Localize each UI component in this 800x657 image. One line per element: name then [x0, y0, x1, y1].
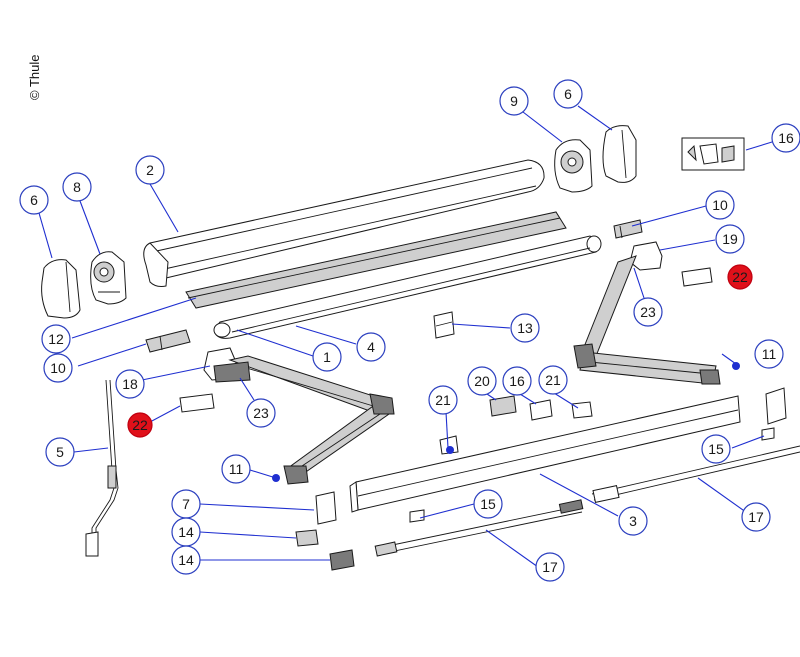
callout-5[interactable]: 5 [45, 437, 75, 467]
callout-label: 22 [732, 269, 748, 285]
callout-11-left[interactable]: 11 [221, 454, 251, 484]
part-crank-handle [85, 379, 119, 557]
callout-label: 22 [132, 417, 148, 433]
callout-label: 18 [122, 376, 138, 392]
callout-label: 23 [640, 304, 656, 320]
part-clip [433, 311, 455, 339]
callout-6-right[interactable]: 6 [553, 79, 583, 109]
part-support-leg-left [374, 499, 584, 557]
callout-label: 10 [712, 197, 728, 213]
part-cassette-housing [143, 159, 545, 287]
callout-15-left[interactable]: 15 [473, 489, 503, 519]
part-cover-left [179, 393, 215, 413]
callout-22-left[interactable]: 22 [127, 412, 153, 438]
callout-label: 15 [480, 496, 496, 512]
part-connector-left [145, 329, 191, 353]
callout-15-right[interactable]: 15 [701, 434, 731, 464]
callout-19[interactable]: 19 [715, 224, 745, 254]
callout-9[interactable]: 9 [499, 86, 529, 116]
callout-label: 6 [30, 192, 38, 208]
part-end-cap-right [602, 125, 637, 183]
part-fabric-roller [185, 211, 602, 339]
callout-16-top[interactable]: 16 [771, 123, 800, 153]
callout-23-right[interactable]: 23 [633, 297, 663, 327]
callout-label: 21 [545, 372, 561, 388]
callout-23-left[interactable]: 23 [246, 398, 276, 428]
callout-label: 21 [435, 392, 451, 408]
callout-label: 10 [50, 360, 66, 376]
callout-4[interactable]: 4 [356, 332, 386, 362]
callout-label: 1 [323, 349, 331, 365]
callout-14-lower[interactable]: 14 [171, 545, 201, 575]
callout-label: 2 [146, 162, 154, 178]
callout-label: 15 [708, 441, 724, 457]
callout-6-left[interactable]: 6 [19, 185, 49, 215]
callout-12[interactable]: 12 [41, 324, 71, 354]
callout-label: 20 [474, 373, 490, 389]
callout-label: 13 [517, 320, 533, 336]
callout-label: 5 [56, 444, 64, 460]
callout-label: 12 [48, 331, 64, 347]
callout-10-right[interactable]: 10 [705, 190, 735, 220]
callout-21-left[interactable]: 21 [428, 385, 458, 415]
part-gearbox-left [90, 251, 127, 305]
callout-2[interactable]: 2 [135, 155, 165, 185]
callout-label: 19 [722, 231, 738, 247]
callout-label: 7 [182, 496, 190, 512]
callout-label: 6 [564, 86, 572, 102]
callout-label: 9 [510, 93, 518, 109]
callout-label: 11 [229, 461, 244, 477]
leader-lines [38, 105, 773, 568]
part-bracket-kit [681, 137, 745, 171]
part-rail-caps [295, 491, 355, 571]
part-rail-cap-right [765, 387, 787, 425]
callout-label: 11 [762, 346, 777, 362]
callout-label: 17 [748, 509, 764, 525]
callout-7[interactable]: 7 [171, 489, 201, 519]
callout-10-left[interactable]: 10 [43, 353, 73, 383]
leader-dots [272, 362, 740, 482]
callout-20[interactable]: 20 [467, 366, 497, 396]
callout-3[interactable]: 3 [618, 506, 648, 536]
part-support-leg-right [591, 445, 800, 503]
part-connector-right [613, 219, 643, 239]
callout-label: 8 [73, 179, 81, 195]
callout-1[interactable]: 1 [312, 342, 342, 372]
part-small-brackets [439, 395, 593, 455]
callout-8[interactable]: 8 [62, 172, 92, 202]
callout-13[interactable]: 13 [510, 313, 540, 343]
callout-17-right[interactable]: 17 [741, 502, 771, 532]
callout-label: 16 [509, 373, 525, 389]
callouts: 1 2 3 4 5 6 6 7 8 9 10 10 11 11 12 13 14… [19, 79, 800, 582]
callout-label: 3 [629, 513, 637, 529]
part-end-cap-left [41, 259, 81, 319]
callout-label: 16 [778, 130, 794, 146]
part-arm-left [213, 355, 395, 485]
callout-11-right[interactable]: 11 [754, 339, 784, 369]
callout-22-right[interactable]: 22 [727, 264, 753, 290]
part-arm-right [573, 255, 721, 385]
part-gearbox-right [554, 139, 593, 193]
part-cover-right [681, 267, 713, 287]
callout-label: 4 [367, 339, 375, 355]
callout-17-left[interactable]: 17 [535, 552, 565, 582]
callout-14-upper[interactable]: 14 [171, 517, 201, 547]
callout-18[interactable]: 18 [115, 369, 145, 399]
callout-label: 14 [178, 552, 194, 568]
callout-label: 14 [178, 524, 194, 540]
part-drawings [41, 125, 800, 571]
part-front-rail [349, 395, 741, 513]
callout-16-mid[interactable]: 16 [502, 366, 532, 396]
callout-label: 23 [253, 405, 269, 421]
callout-label: 17 [542, 559, 558, 575]
callout-21-right[interactable]: 21 [538, 365, 568, 395]
